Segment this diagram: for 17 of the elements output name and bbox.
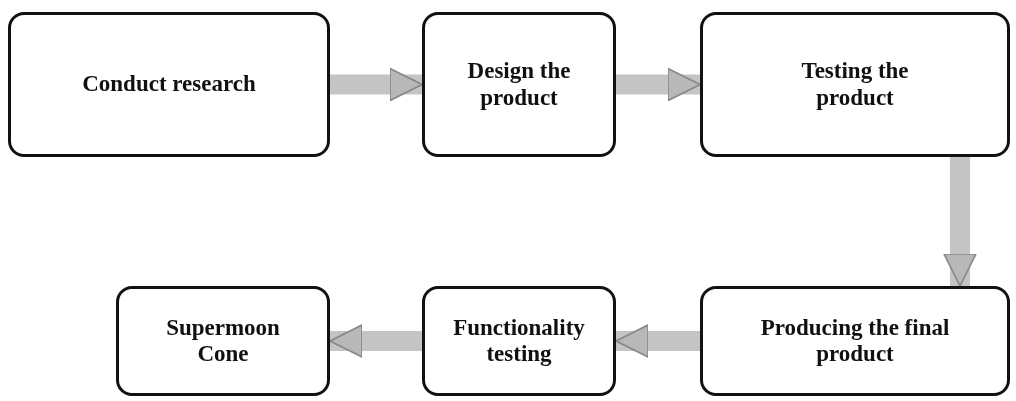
step-label: Conduct research — [82, 71, 256, 98]
process-box — [700, 286, 1010, 396]
block-arrow — [329, 324, 422, 358]
step-label: Design the product — [466, 58, 572, 111]
process-box — [116, 286, 330, 396]
step-label: Testing the product — [800, 58, 910, 111]
process-box — [8, 12, 330, 157]
process-box — [422, 286, 616, 396]
step-label: Producing the final product — [759, 314, 951, 368]
block-arrow — [943, 157, 977, 287]
process-box — [700, 12, 1010, 157]
process-box — [422, 12, 616, 157]
block-arrow — [616, 67, 701, 102]
block-arrow — [615, 324, 700, 358]
step-label: Functionality testing — [452, 314, 586, 368]
step-label: Supermoon Cone — [165, 314, 281, 368]
block-arrow — [330, 67, 423, 102]
